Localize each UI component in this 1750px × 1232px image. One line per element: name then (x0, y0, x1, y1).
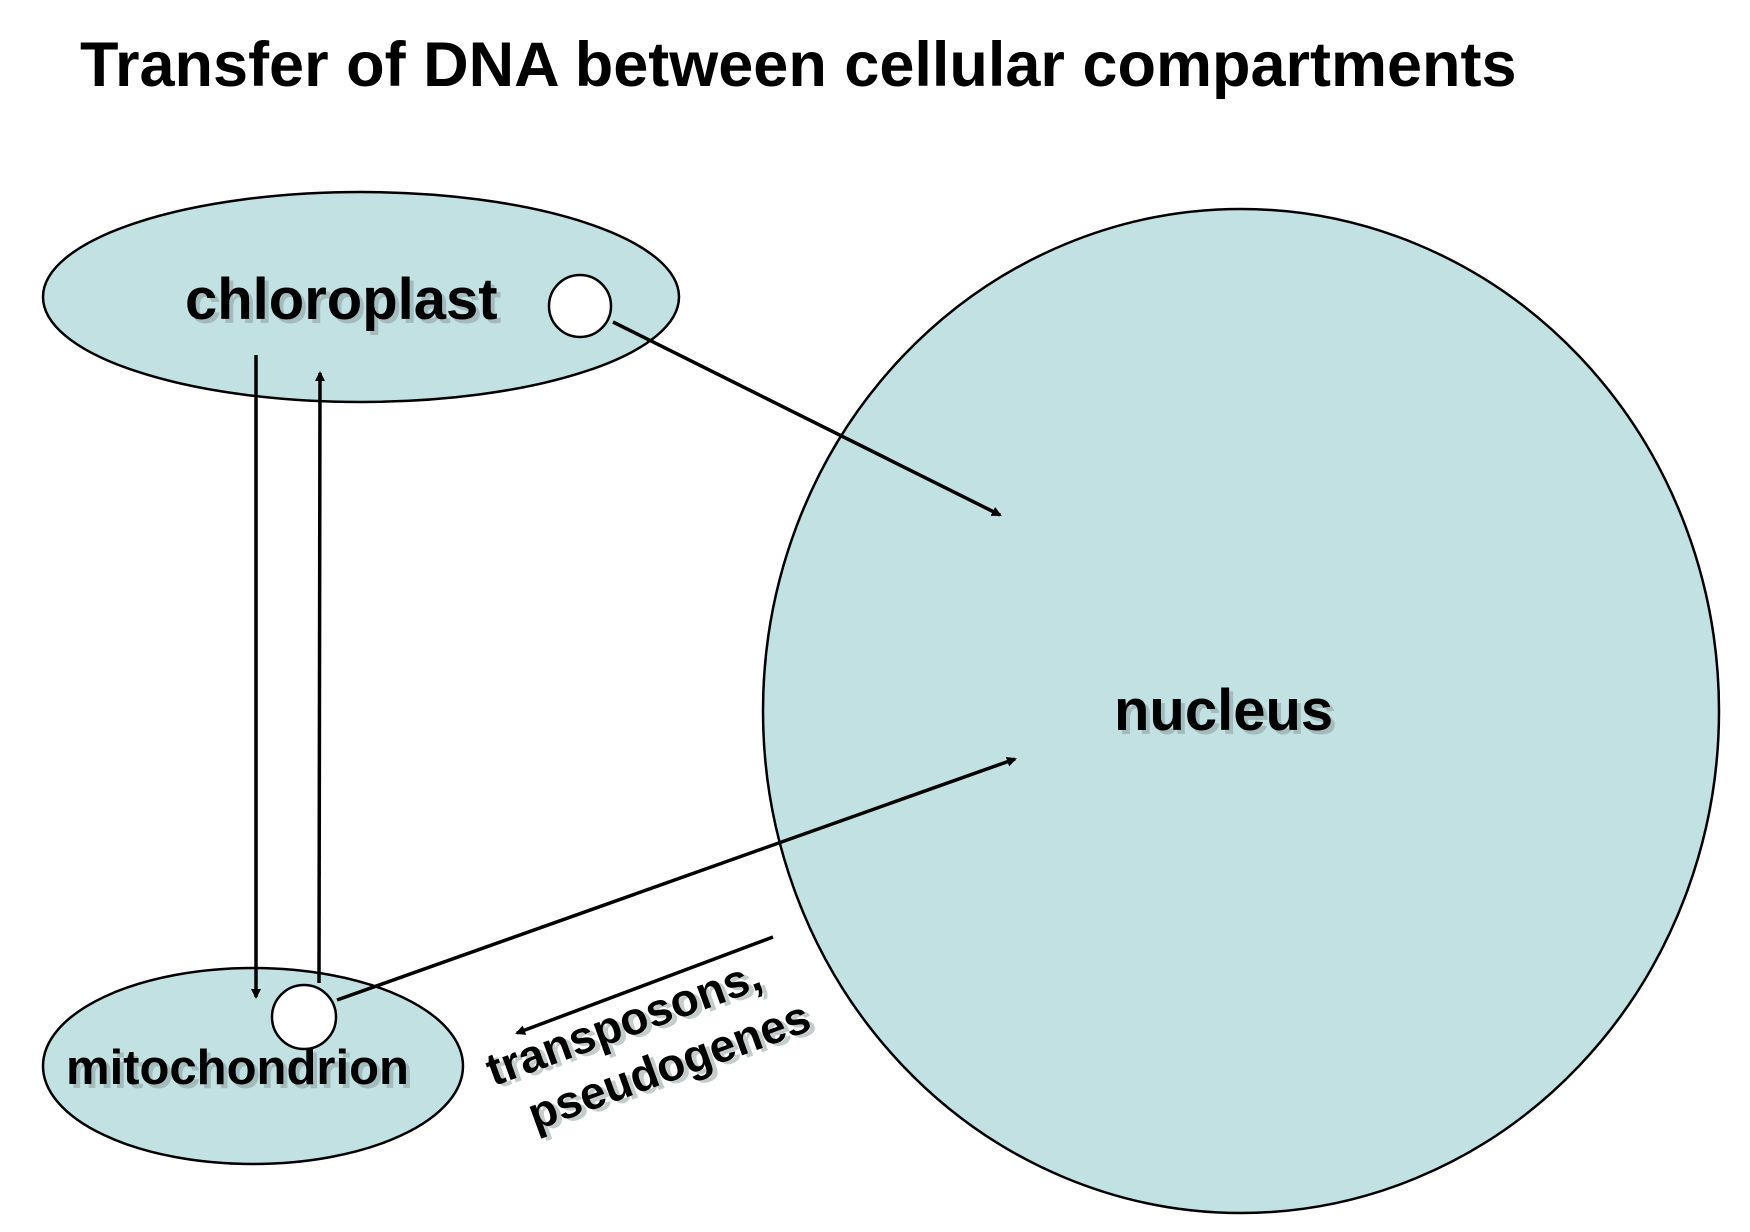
mitochondrion-label-group: mitochondrion mitochondrion (66, 1041, 413, 1099)
arrow-chloroplast-to-nucleus (612, 320, 1002, 517)
diagram-title: Transfer of DNA between cellular compart… (80, 30, 1517, 100)
chloroplast-label-group: chloroplast chloroplast (185, 267, 502, 336)
nucleus-label: nucleus (1114, 678, 1333, 743)
transposons-annotation: transposons, transposons, pseudogenes ps… (479, 948, 822, 1142)
mitochondrion-label: mitochondrion (66, 1041, 409, 1095)
chloroplast-shape (41, 190, 681, 404)
mitochondrion-label-shadow: mitochondrion (70, 1045, 413, 1099)
arrow-mitochondrion-to-nucleus (336, 756, 1017, 1002)
mitochondrion-dna-circle (270, 983, 338, 1051)
nucleus-shape (761, 207, 1721, 1215)
arrow-nucleus-to-outside (515, 935, 774, 1035)
arrow-mitochondrion-to-chloroplast (314, 371, 325, 984)
nucleus-label-group: nucleus nucleus (1114, 678, 1337, 747)
chloroplast-dna-circle (547, 273, 613, 339)
mitochondrion-shape (41, 966, 465, 1166)
chloroplast-label: chloroplast (185, 267, 498, 332)
chloroplast-label-shadow: chloroplast (189, 271, 502, 336)
nucleus-label-shadow: nucleus (1118, 682, 1337, 747)
